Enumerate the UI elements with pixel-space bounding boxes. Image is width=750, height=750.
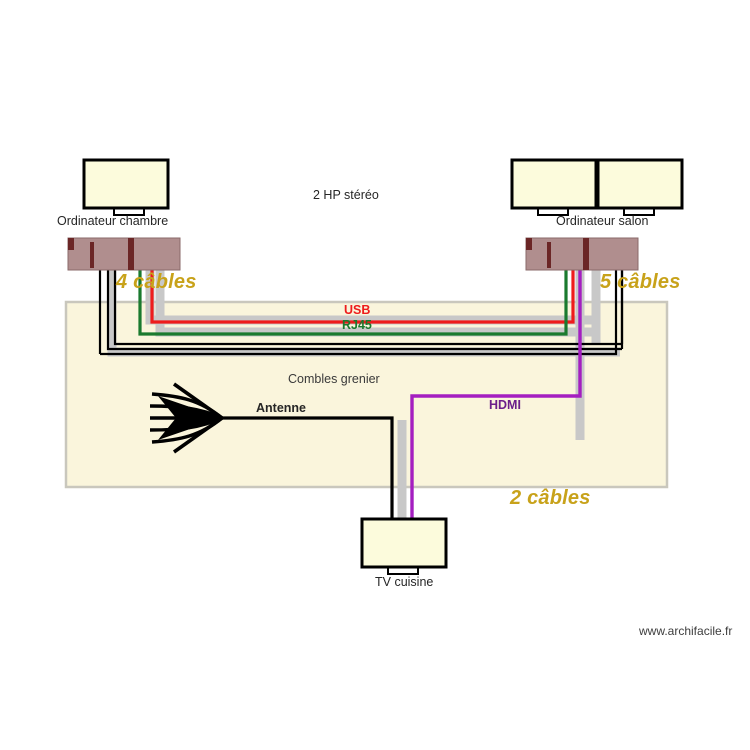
cable-hp-left: [106, 268, 622, 351]
watermark: www.archifacile.fr: [639, 624, 733, 638]
label-count-right: 5 câbles: [600, 271, 681, 293]
label-ordinateur-salon: Ordinateur salon: [556, 214, 649, 228]
monitor-ordinateur-salon-1[interactable]: [510, 158, 598, 216]
label-2-hp-stereo: 2 HP stéréo: [313, 188, 379, 202]
label-hdmi: HDMI: [489, 398, 521, 412]
cable-antenne: [222, 416, 394, 525]
label-count-bottom: 2 câbles: [510, 487, 591, 509]
cable-usb: [150, 268, 575, 324]
desk-right[interactable]: [525, 237, 639, 271]
label-antenne: Antenne: [256, 401, 306, 415]
monitor-tv-cuisine[interactable]: [360, 517, 448, 575]
label-combles-grenier: Combles grenier: [288, 372, 380, 386]
label-ordinateur-chambre: Ordinateur chambre: [57, 214, 169, 228]
monitor-ordinateur-salon-2[interactable]: [596, 158, 684, 216]
label-count-left: 4 câbles: [116, 271, 197, 293]
cable-hdmi: [410, 268, 582, 525]
label-usb: USB: [344, 303, 371, 317]
monitor-ordinateur-chambre[interactable]: [82, 158, 170, 216]
label-rj45: RJ45: [342, 318, 372, 332]
label-tv-cuisine: TV cuisine: [375, 575, 434, 589]
cable-hp-right: [98, 268, 624, 356]
cable-rj45: [138, 268, 568, 336]
antenna-icon: [149, 382, 224, 454]
desk-left[interactable]: [67, 237, 181, 271]
